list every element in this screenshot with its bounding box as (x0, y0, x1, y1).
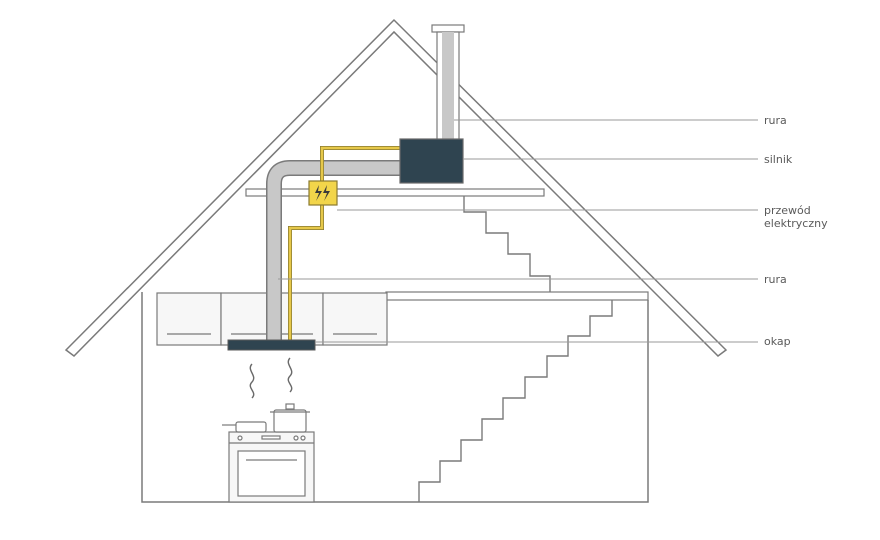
electrical-wire (288, 146, 410, 342)
lower-stairs (418, 300, 613, 502)
house-walls (141, 292, 649, 503)
label-przewod-elektryczny: przewód elektryczny (764, 204, 828, 230)
attic-floor (245, 188, 545, 197)
label-rura-mid: rura (764, 273, 787, 286)
ceiling-slab (385, 291, 649, 301)
pan-icon (222, 421, 267, 433)
junction-box (308, 180, 338, 206)
pot-icon (270, 403, 310, 433)
label-silnik: silnik (764, 153, 793, 166)
label-okap: okap (764, 335, 791, 348)
stove (228, 431, 315, 503)
label-przewod-line2: elektryczny (764, 217, 828, 230)
label-przewod-line1: przewód (764, 204, 811, 217)
roof (64, 18, 728, 357)
hood (227, 339, 316, 351)
label-rura-top: rura (764, 114, 787, 127)
upper-stairs (463, 196, 551, 292)
leader-lines (278, 119, 758, 343)
chimney-duct (431, 24, 465, 141)
steam-icon (249, 357, 293, 399)
lightning-icon (315, 185, 330, 201)
motor (399, 138, 464, 184)
